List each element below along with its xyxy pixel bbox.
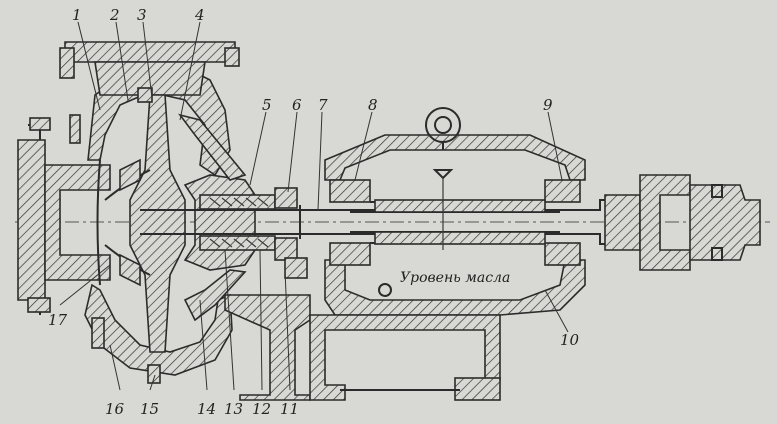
label-7: 7 xyxy=(318,96,328,114)
discharge-flange xyxy=(59,41,240,96)
label-8: 8 xyxy=(368,96,378,114)
label-3: 3 xyxy=(137,6,147,24)
label-16: 16 xyxy=(105,400,125,418)
label-10: 10 xyxy=(560,331,580,349)
label-13: 13 xyxy=(224,400,243,418)
label-17: 17 xyxy=(48,311,68,329)
casing-cover xyxy=(178,113,256,322)
label-15: 15 xyxy=(140,400,159,418)
label-4: 4 xyxy=(194,6,205,24)
bolts xyxy=(69,87,161,384)
label-9: 9 xyxy=(543,96,553,114)
pedestal xyxy=(224,294,501,401)
label-2: 2 xyxy=(109,6,120,24)
label-14: 14 xyxy=(197,400,216,418)
leader-lines xyxy=(59,21,569,391)
lifting-eye xyxy=(425,107,461,150)
label-11: 11 xyxy=(280,400,299,418)
inlet-flange xyxy=(17,117,111,315)
coupling xyxy=(604,174,761,271)
impeller xyxy=(104,94,186,353)
stuffing-box xyxy=(199,187,308,279)
label-12: 12 xyxy=(252,400,271,418)
label-6: 6 xyxy=(292,96,302,114)
oil-level-text: Уровень масла xyxy=(400,270,510,286)
oil-gauge xyxy=(378,169,454,297)
label-1: 1 xyxy=(72,6,82,24)
label-5: 5 xyxy=(262,96,272,114)
bearing-housing xyxy=(324,134,586,316)
